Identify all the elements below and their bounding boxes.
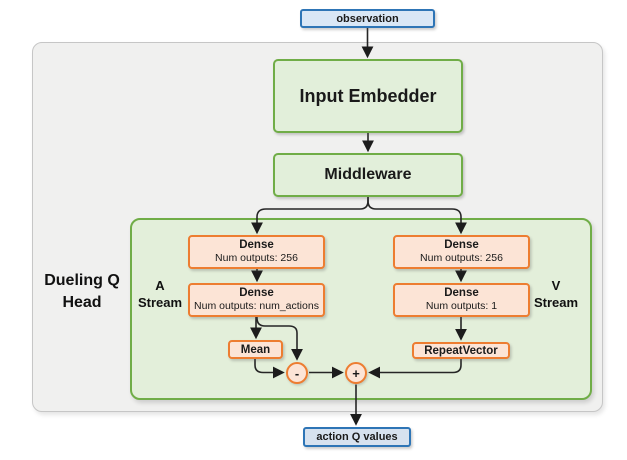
dueling-q-head-label-line2: Head	[62, 294, 102, 311]
a-stream-dense2-title: Dense	[239, 287, 274, 299]
a-stream-dense1-subtitle: Num outputs: 256	[215, 252, 298, 264]
input-embedder-node: Input Embedder	[273, 59, 463, 133]
v-stream-dense2-title: Dense	[444, 287, 479, 299]
a-stream-label-line1: A	[155, 278, 165, 293]
a-stream-dense2-subtitle: Num outputs: num_actions	[194, 300, 319, 312]
v-stream-dense1-node: Dense Num outputs: 256	[393, 235, 530, 269]
a-stream-dense2-node: Dense Num outputs: num_actions	[188, 283, 325, 317]
a-stream-label: A Stream	[132, 277, 188, 311]
middleware-node: Middleware	[273, 153, 463, 197]
v-stream-label-line2: Stream	[533, 295, 579, 310]
add-operator-node: +	[345, 362, 367, 384]
v-stream-dense2-node: Dense Num outputs: 1	[393, 283, 530, 317]
action-q-values-node: action Q values	[303, 427, 411, 447]
repeat-vector-node: RepeatVector	[412, 342, 510, 359]
v-stream-label-line1: V	[551, 278, 561, 293]
dueling-q-head-label: Dueling Q Head	[34, 270, 130, 314]
v-stream-label: V Stream	[528, 277, 584, 311]
mean-node: Mean	[228, 340, 283, 359]
v-stream-dense1-title: Dense	[444, 239, 479, 251]
dueling-q-head-label-line1: Dueling Q	[44, 272, 120, 289]
subtract-operator-node: -	[286, 362, 308, 384]
observation-node: observation	[300, 9, 435, 28]
a-stream-dense1-node: Dense Num outputs: 256	[188, 235, 325, 269]
a-stream-dense1-title: Dense	[239, 239, 274, 251]
v-stream-dense1-subtitle: Num outputs: 256	[420, 252, 503, 264]
a-stream-label-line2: Stream	[137, 295, 183, 310]
v-stream-dense2-subtitle: Num outputs: 1	[425, 300, 498, 312]
